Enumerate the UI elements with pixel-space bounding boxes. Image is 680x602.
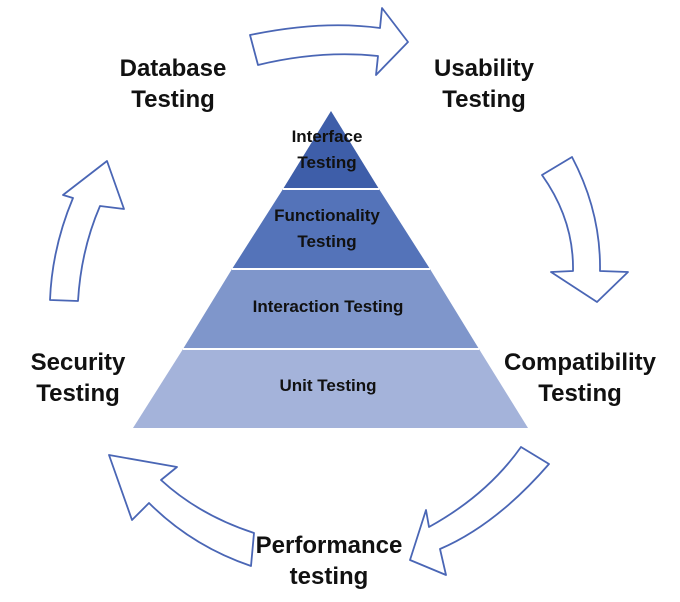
arrow-security-to-database-icon: [49, 160, 125, 302]
pyramid-label-line: Interface: [291, 127, 363, 146]
cycle-label-database: Database Testing: [83, 53, 263, 115]
cycle-label-line: Database: [119, 55, 227, 82]
pyramid-level-functionality: [232, 189, 430, 269]
cycle-label-line: Usability: [433, 55, 535, 82]
pyramid-label-line: Testing: [297, 153, 357, 172]
cycle-label-line: Testing: [131, 86, 215, 113]
pyramid-label-line: Interaction Testing: [252, 297, 404, 316]
pyramid-label-line: Functionality: [274, 206, 380, 225]
cycle-label-line: testing: [289, 563, 369, 590]
pyramid-label-interaction: Interaction Testing: [208, 296, 448, 318]
pyramid-level-interaction: [183, 269, 479, 349]
cycle-label-security: Security Testing: [0, 347, 168, 409]
pyramid-label-unit: Unit Testing: [228, 375, 428, 397]
cycle-label-line: Performance: [255, 532, 403, 559]
cycle-label-line: Security: [30, 349, 126, 376]
cycle-label-line: Testing: [36, 380, 120, 407]
cycle-label-line: Testing: [442, 86, 526, 113]
arrow-compatibility-to-performance-icon: [409, 446, 550, 576]
cycle-label-line: Testing: [538, 380, 622, 407]
cycle-label-usability: Usability Testing: [394, 53, 574, 115]
pyramid-label-line: Unit Testing: [279, 376, 377, 395]
arrow-usability-to-compatibility-icon: [541, 156, 629, 303]
pyramid-label-line: Testing: [297, 232, 357, 251]
cycle-label-performance: Performance testing: [239, 530, 419, 592]
cycle-label-compatibility: Compatibility Testing: [490, 347, 670, 409]
arrow-database-to-usability-icon: [249, 7, 409, 76]
pyramid-level-unit: [133, 349, 528, 428]
pyramid-label-functionality: Functionality Testing: [237, 203, 417, 255]
cycle-label-line: Compatibility: [503, 349, 656, 376]
pyramid-level-interface: [283, 111, 379, 189]
arrow-performance-to-security-icon: [108, 454, 255, 567]
pyramid-label-interface: Interface Testing: [237, 124, 417, 176]
